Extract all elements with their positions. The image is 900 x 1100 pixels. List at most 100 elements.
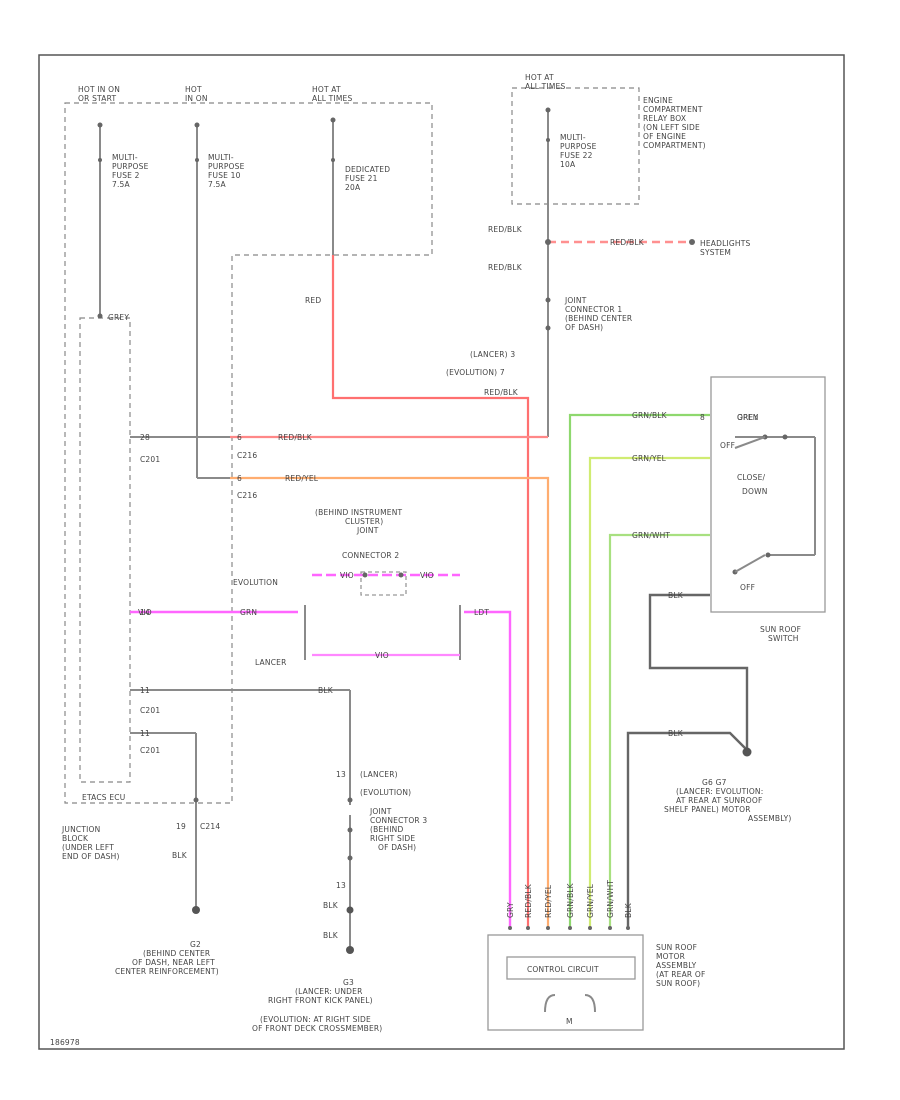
g6-l1: G6 G7 bbox=[702, 778, 727, 787]
fuse22-l3: FUSE 22 bbox=[560, 151, 593, 160]
jc2-l4: CONNECTOR 2 bbox=[342, 551, 399, 560]
motor-name-4: (AT REAR OF bbox=[656, 970, 706, 979]
fuse21-element bbox=[331, 158, 335, 162]
bw-6: GRN/WHT bbox=[606, 880, 615, 918]
lbl-grn-yel: GRN/YEL bbox=[632, 454, 667, 463]
lbl-grn-blk: GRN/BLK bbox=[632, 411, 668, 420]
jc3-l2: (EVOLUTION) bbox=[360, 788, 411, 797]
colored-wires bbox=[130, 240, 710, 928]
erb-l6: COMPARTMENT) bbox=[643, 141, 706, 150]
jc2-l1: (BEHIND INSTRUMENT bbox=[315, 508, 403, 517]
pin-8: 8 bbox=[700, 413, 705, 422]
bottom-wire-labels: GRY RED/BLK RED/YEL GRN/BLK GRN/YEL GRN/… bbox=[506, 880, 633, 918]
ground-g2-label: G2 (BEHIND CENTER OF DASH, NEAR LEFT CEN… bbox=[115, 940, 219, 976]
jc1-l1: JOINT bbox=[564, 296, 587, 305]
switch-lever bbox=[734, 554, 766, 573]
fuse22-l1: MULTI- bbox=[560, 133, 586, 142]
fuse10-l1: MULTI- bbox=[208, 153, 234, 162]
ground-g3-label: G3 (LANCER: UNDER RIGHT FRONT KICK PANEL… bbox=[252, 978, 382, 1033]
g6-l4: SHELF PANEL) MOTOR bbox=[664, 805, 751, 814]
wire-vio-to-motor bbox=[464, 610, 512, 928]
lbl-red-blk-1: RED/BLK bbox=[488, 225, 523, 234]
jc3-l3: JOINT bbox=[369, 807, 392, 816]
g2-l3: OF DASH, NEAR LEFT bbox=[132, 958, 215, 967]
g2-l4: CENTER REINFORCEMENT) bbox=[115, 967, 219, 976]
sunroof-switch-labels: OPEN CLOSE/ DOWN OFF OFF SUN ROOF SWITCH bbox=[720, 413, 801, 643]
jc1-l2: CONNECTOR 1 bbox=[565, 305, 622, 314]
joint-connector-1-label: JOINT CONNECTOR 1 (BEHIND CENTER OF DASH… bbox=[446, 296, 632, 377]
c201-c: C201 bbox=[140, 746, 160, 755]
jc3-l5: (BEHIND bbox=[370, 825, 403, 834]
fuse2-l1: MULTI- bbox=[112, 153, 138, 162]
hot3-line1: HOT AT bbox=[312, 85, 341, 94]
fuse-labels: MULTI- PURPOSE FUSE 2 7.5A MULTI- PURPOS… bbox=[112, 133, 596, 192]
joint-connector-2-label: (BEHIND INSTRUMENT CLUSTER) JOINT CONNEC… bbox=[233, 508, 403, 667]
lbl-red-blk-3: RED/BLK bbox=[484, 388, 519, 397]
headlights-arrow bbox=[689, 239, 695, 245]
hot1-line2: OR START bbox=[78, 94, 116, 103]
lbl-blk-joint: BLK bbox=[318, 686, 334, 695]
jc3-l1: (LANCER) bbox=[360, 770, 398, 779]
c214: C214 bbox=[200, 822, 220, 831]
wire-grn-blk bbox=[568, 413, 710, 928]
g3-l4: (EVOLUTION: AT RIGHT SIDE bbox=[260, 1015, 371, 1024]
switch-open: OPEN bbox=[737, 413, 759, 422]
lancer-pin: (LANCER) 3 bbox=[470, 350, 515, 359]
engine-relay-box-boundary bbox=[511, 87, 640, 205]
lbl-red-blk-2: RED/BLK bbox=[488, 263, 523, 272]
motor-pin-7 bbox=[626, 926, 630, 930]
fuse2-element bbox=[98, 158, 102, 162]
lbl-grn-wht: GRN/WHT bbox=[632, 531, 670, 540]
joint3-pin-a bbox=[347, 797, 353, 803]
fuse21-l1: DEDICATED bbox=[345, 165, 390, 174]
hot1-line1: HOT IN ON bbox=[78, 85, 120, 94]
pin-14: 14 bbox=[140, 608, 150, 617]
c201-b: C201 bbox=[140, 706, 160, 715]
jb-pin-c214 bbox=[193, 797, 199, 803]
gray-wires bbox=[99, 110, 816, 948]
pin-28: 28 bbox=[140, 433, 150, 442]
switch-close-dot bbox=[782, 434, 788, 440]
lbl-red-yel: RED/YEL bbox=[285, 474, 319, 483]
ground-g2 bbox=[192, 906, 200, 914]
evolution-joint-pin-a bbox=[362, 572, 368, 578]
lbl-blk-jb: BLK bbox=[172, 851, 188, 860]
lbl-vio-evo-2: VIO bbox=[420, 571, 434, 580]
jc1-l3: (BEHIND CENTER bbox=[565, 314, 632, 323]
fuse22-top-dot bbox=[545, 107, 551, 113]
joint1-pin-b bbox=[545, 325, 551, 331]
wire-grn-wht bbox=[608, 533, 710, 928]
page-code: 186978 bbox=[50, 1038, 80, 1047]
jc2-l2: CLUSTER) bbox=[345, 517, 383, 526]
switch-down: DOWN bbox=[742, 487, 768, 496]
connector-labels: C201 C216 C216 C201 C201 C214 ETACS ECU bbox=[82, 451, 257, 831]
headlights-l1: HEADLIGHTS bbox=[700, 239, 751, 248]
diagram-border bbox=[38, 54, 845, 1050]
sunroof-switch-box bbox=[710, 376, 826, 613]
hot3-line2: ALL TIMES bbox=[312, 94, 352, 103]
bw-3: RED/YEL bbox=[544, 884, 553, 918]
g6-l3: AT REAR AT SUNROOF bbox=[676, 796, 763, 805]
motor-pin-1 bbox=[508, 926, 512, 930]
motor-name-5: SUN ROOF) bbox=[656, 979, 700, 988]
junction-block-label: JUNCTION BLOCK (UNDER LEFT END OF DASH) bbox=[61, 825, 119, 861]
motor-pin-3 bbox=[546, 926, 550, 930]
switch-off-dot bbox=[765, 552, 771, 558]
g2-l2: (BEHIND CENTER bbox=[143, 949, 210, 958]
lbl-vio-evo: VIO bbox=[340, 571, 354, 580]
lbl-blk-g3-b: BLK bbox=[323, 931, 339, 940]
fuse10-l4: 7.5A bbox=[208, 180, 227, 189]
jb-l2: BLOCK bbox=[62, 834, 89, 843]
fuse2-l2: PURPOSE bbox=[112, 162, 149, 171]
jb-l1: JUNCTION bbox=[61, 825, 100, 834]
sunroof-motor-box bbox=[487, 934, 644, 1031]
lbl-grey-2: GREY bbox=[737, 413, 758, 422]
etacs-top-dot bbox=[97, 313, 103, 319]
joint3-pin-c bbox=[347, 855, 353, 861]
control-circuit-box bbox=[506, 956, 636, 980]
motor-symbol bbox=[544, 994, 596, 1013]
lbl-blk-motor: BLK bbox=[668, 729, 684, 738]
lbl-vio: VIO bbox=[138, 608, 152, 617]
lbl-vio-lancer: VIO bbox=[375, 651, 389, 660]
evolution-pin: (EVOLUTION) 7 bbox=[446, 368, 505, 377]
